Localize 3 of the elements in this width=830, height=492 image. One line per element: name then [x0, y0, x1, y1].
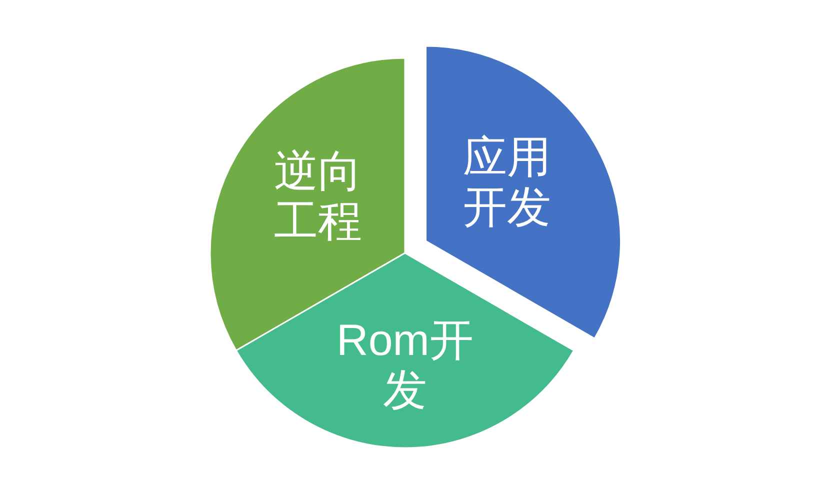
- slice-label: 逆向工程: [273, 147, 363, 247]
- slice-label: Rom开发: [336, 316, 474, 416]
- slice-label: 应用开发: [462, 133, 552, 233]
